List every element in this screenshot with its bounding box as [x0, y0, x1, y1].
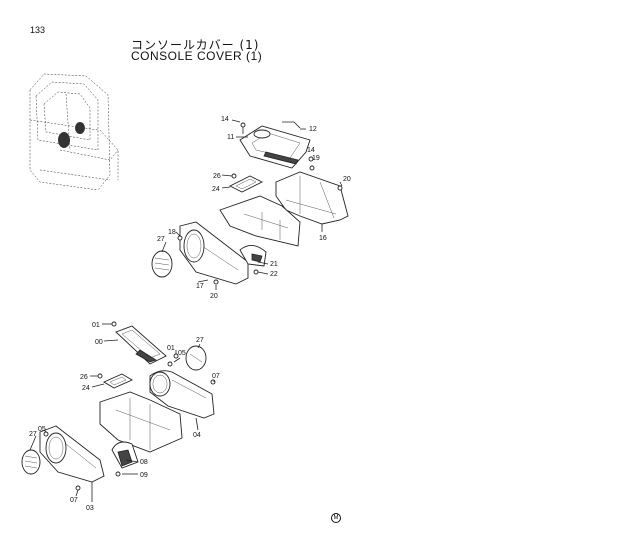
callout-03: 03: [86, 505, 94, 512]
callout-07-bottom: 07: [70, 497, 78, 504]
callout-14-upper: 14: [221, 116, 229, 123]
title-japanese: コンソールカバー (1): [131, 38, 260, 52]
callout-26-lower: 26: [80, 374, 88, 381]
callout-09: 09: [140, 472, 148, 479]
callout-27-left: 27: [29, 431, 37, 438]
callout-26-upper: 26: [213, 173, 221, 180]
cab-illustration: [29, 73, 119, 191]
callout-08: 08: [140, 459, 148, 466]
callout-24-lower: 24: [82, 385, 90, 392]
callout-27-right: 27: [196, 337, 204, 344]
callout-01-top: 01: [92, 322, 100, 329]
callout-16: 16: [319, 235, 327, 242]
lower-assembly: 01 00 01 05 27 26 24 07 27 05 04 08 09 0…: [21, 321, 220, 512]
callout-11: 11: [227, 134, 234, 141]
callout-05-left: 05: [38, 426, 46, 433]
callout-18: 18: [168, 229, 176, 236]
callout-00: 00: [95, 339, 103, 346]
callout-05-right: 05: [178, 350, 186, 357]
callout-14-right: 14: [307, 147, 315, 154]
callout-22: 22: [270, 271, 278, 278]
callout-04: 04: [193, 432, 201, 439]
callout-07-right: 07: [212, 373, 220, 380]
callout-19: 19: [312, 155, 320, 162]
callout-20-bottom: 20: [210, 293, 218, 300]
callout-27-upper: 27: [157, 236, 165, 243]
callout-01-right: 01: [167, 345, 175, 352]
page-number: 133: [30, 25, 46, 35]
callout-17: 17: [196, 283, 204, 290]
upper-assembly: 14 11 12 14 19 26 24 20 18 27 16 21 22 1…: [151, 116, 351, 300]
callout-20-right: 20: [343, 176, 351, 183]
title-english: CONSOLE COVER (1): [131, 49, 263, 63]
callout-21: 21: [270, 261, 278, 268]
corner-mark: M: [331, 513, 341, 523]
callout-24-upper: 24: [212, 186, 220, 193]
callout-12: 12: [309, 126, 317, 133]
